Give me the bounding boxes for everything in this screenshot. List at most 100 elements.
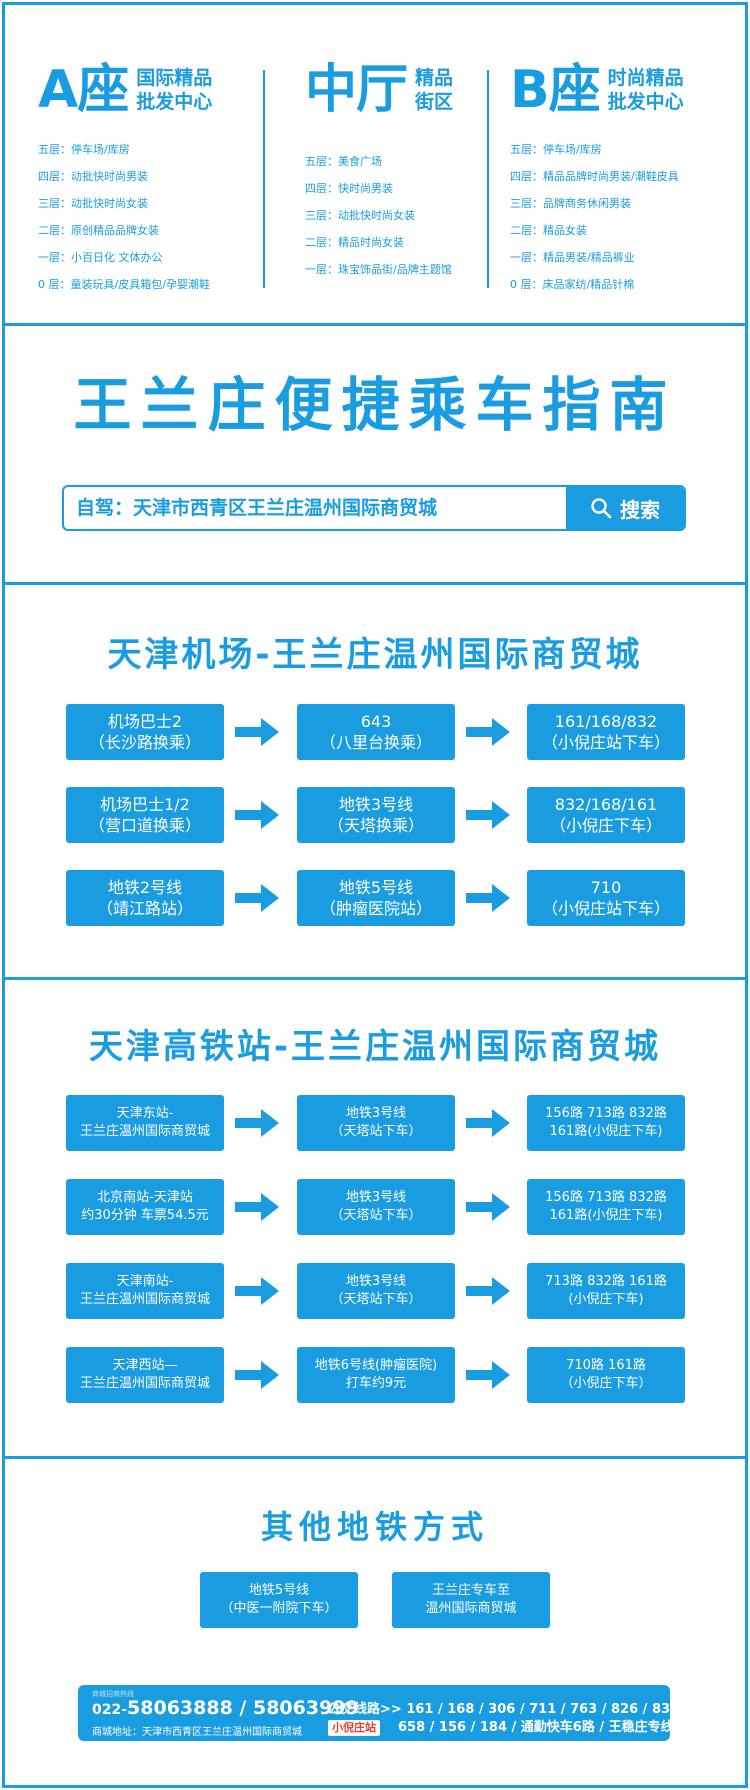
- route-line: 王兰庄温州国际商贸城: [79, 1292, 210, 1307]
- search-button-label: 搜索: [620, 497, 660, 522]
- floor-list: 五层：停车场/库房 四层：精品品牌时尚男装/潮鞋皮具 三层：品牌商务休闲男装 二…: [510, 136, 684, 298]
- rail-section-title: 天津高铁站-王兰庄温州国际商贸城: [88, 1027, 662, 1067]
- building-a: A座 国际精品 批发中心 五层：停车场/库房 四层：动批快时尚男装 三层：动批快…: [38, 60, 212, 298]
- route-box: 地铁3号线（天塔站下车）: [297, 1179, 455, 1235]
- floor-item: 一层：小百日化 文体办公: [38, 251, 163, 264]
- route-line: 天津西站—: [112, 1358, 178, 1373]
- column-separator: [263, 70, 265, 288]
- route-line: 王兰庄专车至: [431, 1583, 510, 1598]
- route-box: 地铁3号线 （天塔站下车）: [297, 1263, 455, 1319]
- bus-line-1: 161 / 168 / 306 / 711 / 763 / 826 / 832 …: [406, 1702, 721, 1717]
- route-line: 156路 713路 832路: [545, 1106, 667, 1121]
- arrow-right-icon: [235, 1193, 279, 1221]
- arrow-right-icon: [466, 1361, 510, 1389]
- route-box: 713路 832路 161路(小倪庄下车): [527, 1263, 685, 1319]
- building-subtitle: 国际精品: [136, 67, 213, 89]
- arrow-right-icon: [235, 718, 279, 746]
- bus-label: 公交线路>>: [328, 1702, 402, 1717]
- route-box: 天津西站— 王兰庄温州国际商贸城: [66, 1347, 224, 1403]
- other-section-title: 其他地铁方式: [260, 1508, 489, 1546]
- route-line: 北京南站-天津站: [97, 1190, 193, 1205]
- route-line: 161/168/832: [554, 712, 658, 731]
- route-line: 王兰庄温州国际商贸城: [79, 1376, 210, 1391]
- building-subtitle: 街区: [415, 91, 454, 113]
- route-line: 地铁6号线(肿瘤医院): [314, 1358, 438, 1373]
- route-box: 地铁3号线（天塔站下车）: [297, 1095, 455, 1151]
- route-line: （肿瘤医院站）: [319, 899, 432, 918]
- route-box: 机场巴士2（长沙路换乘）: [66, 704, 224, 760]
- route-line: 地铁3号线: [345, 1274, 407, 1289]
- route-line: （营口道换乘）: [88, 816, 201, 835]
- mall-address: 商城地址：天津市西青区王兰庄温州国际商贸城: [92, 1727, 302, 1738]
- arrow-right-icon: [466, 1193, 510, 1221]
- arrow-right-icon: [235, 884, 279, 912]
- route-line: 天津南站-: [116, 1274, 174, 1289]
- divider: [2, 1456, 748, 1459]
- floor-item: 一层：珠宝饰品街/品牌主题馆: [305, 263, 452, 276]
- arrow-right-icon: [235, 801, 279, 829]
- floor-item: 三层：品牌商务休闲男装: [510, 197, 631, 210]
- divider: [2, 582, 748, 585]
- floor-item: 二层：精品女装: [510, 224, 587, 237]
- floor-item: 五层：美食广场: [305, 155, 382, 168]
- route-line: （小倪庄站下车）: [541, 733, 670, 752]
- building-subtitle: 批发中心: [136, 91, 213, 113]
- hotline-label: 商城招商热线: [92, 1690, 134, 1698]
- guide-title: 王兰庄便捷乘车指南: [73, 371, 677, 439]
- route-line: （长沙路换乘）: [88, 733, 201, 752]
- route-box: 机场巴士1/2（营口道换乘）: [66, 787, 224, 843]
- route-line: 710路 161路: [566, 1358, 646, 1373]
- route-box: 161/168/832 （小倪庄站下车）: [527, 704, 685, 760]
- route-line: 地铁5号线: [338, 878, 414, 897]
- phone-numbers: 022-58063888 / 58063999: [92, 1697, 359, 1719]
- route-line: 王兰庄温州国际商贸城: [79, 1124, 210, 1139]
- floor-item: 五层：停车场/库房: [510, 143, 602, 156]
- arrow-right-icon: [466, 801, 510, 829]
- route-line: 天津东站-: [116, 1106, 174, 1121]
- airport-section-title: 天津机场-王兰庄温州国际商贸城: [107, 635, 643, 675]
- route-box: 地铁6号线(肿瘤医院)打车约9元: [297, 1347, 455, 1403]
- floor-item: 三层：动批快时尚女装: [305, 209, 415, 222]
- route-line: 地铁3号线: [345, 1190, 407, 1205]
- floor-item: 四层：精品品牌时尚男装/潮鞋皮具: [510, 170, 679, 183]
- route-box: 643（八里台换乘）: [297, 704, 455, 760]
- route-box: 地铁2号线 （靖江路站）: [66, 870, 224, 926]
- route-line: 地铁2号线: [107, 878, 183, 897]
- search-bar[interactable]: 自驾：天津市西青区王兰庄温州国际商贸城 搜索: [62, 485, 686, 531]
- floor-item: 四层：快时尚男装: [305, 182, 393, 195]
- building-name: A座: [38, 60, 129, 120]
- floor-item: 四层：动批快时尚男装: [38, 170, 148, 183]
- column-separator: [487, 70, 489, 288]
- route-line: 161路(小倪庄下车): [549, 1208, 663, 1223]
- floor-list: 五层：美食广场 四层：快时尚男装 三层：动批快时尚女装 二层：精品时尚女装 一层…: [305, 148, 453, 283]
- search-input[interactable]: 自驾：天津市西青区王兰庄温州国际商贸城: [76, 497, 438, 519]
- route-line: 710: [590, 878, 622, 897]
- building-hall: 中厅 精品 街区 五层：美食广场 四层：快时尚男装 三层：动批快时尚女装 二层：…: [305, 60, 453, 283]
- route-box: 地铁3号线（天塔换乘）: [297, 787, 455, 843]
- station-badge: 小倪庄站: [328, 1720, 380, 1736]
- route-line: （小倪庄下车）: [560, 1376, 652, 1391]
- arrow-right-icon: [235, 1361, 279, 1389]
- arrow-right-icon: [466, 718, 510, 746]
- phone-prefix: 022-: [92, 1702, 128, 1718]
- bus-lines: 公交线路>> 161 / 168 / 306 / 711 / 763 / 826…: [328, 1698, 720, 1717]
- route-line: （靖江路站）: [96, 899, 193, 918]
- route-line: （中医一附院下车）: [220, 1601, 338, 1616]
- building-subtitle: 批发中心: [607, 91, 684, 113]
- route-line: （天塔站下车）: [330, 1292, 422, 1307]
- route-line: 约30分钟 车票54.5元: [81, 1208, 209, 1223]
- route-line: （天塔站下车）: [330, 1124, 422, 1139]
- route-box: 天津南站- 王兰庄温州国际商贸城: [66, 1263, 224, 1319]
- floor-item: 二层：精品时尚女装: [305, 236, 404, 249]
- route-line: 713路 832路 161路: [545, 1274, 667, 1289]
- floor-list: 五层：停车场/库房 四层：动批快时尚男装 三层：动批快时尚女装 二层：原创精品品…: [38, 136, 212, 298]
- route-line: （小倪庄下车）: [549, 816, 662, 835]
- route-line: 643: [360, 712, 392, 731]
- building-name: B座: [510, 60, 601, 120]
- search-button[interactable]: 搜索: [566, 487, 684, 529]
- floor-item: 二层：原创精品品牌女装: [38, 224, 159, 237]
- floor-item: 三层：动批快时尚女装: [38, 197, 148, 210]
- arrow-right-icon: [235, 1277, 279, 1305]
